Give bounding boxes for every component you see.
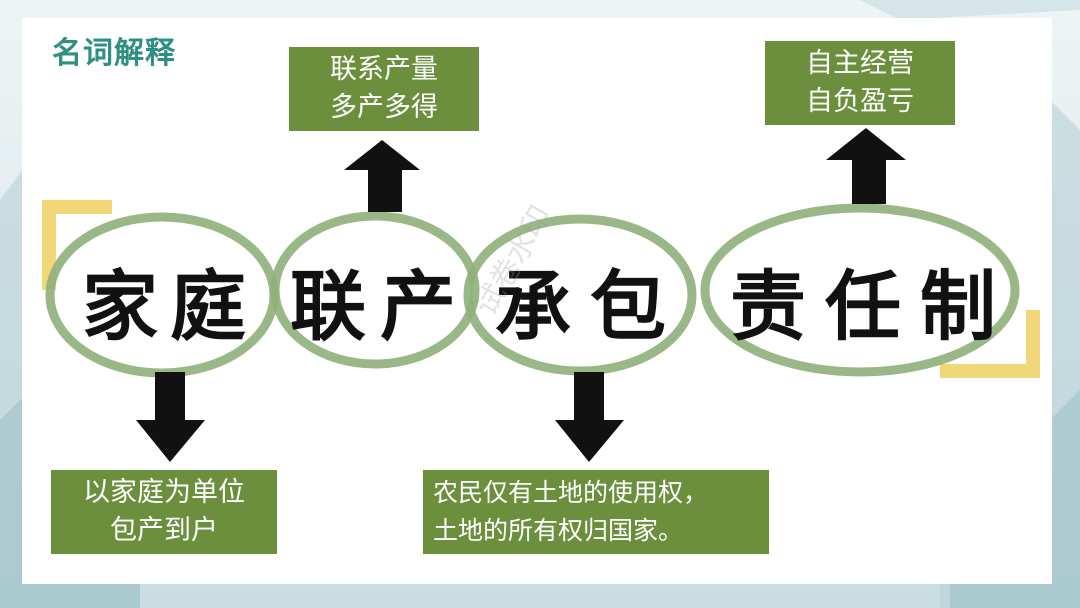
box-bottom-center: 农民仅有土地的使用权， 土地的所有权归国家。 [423, 470, 769, 554]
arrow-down-chengbao [555, 372, 624, 462]
term-char: 包 [590, 245, 666, 355]
term-char: 任 [825, 245, 901, 355]
box-line: 土地的所有权归国家。 [433, 512, 683, 550]
box-line: 以家庭为单位 [83, 474, 245, 512]
box-line: 包产到户 [110, 512, 218, 550]
box-line: 自主经营 [806, 45, 914, 83]
term-char: 联 [290, 245, 366, 355]
term-char: 制 [920, 245, 996, 355]
arrow-up-zerenzhi [826, 128, 906, 204]
term-char: 庭 [170, 245, 246, 355]
box-top-right: 自主经营 自负盈亏 [765, 41, 955, 125]
box-line: 自负盈亏 [806, 83, 914, 121]
box-line: 多产多得 [330, 89, 438, 127]
term-char: 家 [82, 245, 158, 355]
term-char: 产 [380, 245, 456, 355]
box-top-left: 联系产量 多产多得 [289, 47, 479, 131]
arrow-down-jiating [136, 372, 205, 462]
box-line: 联系产量 [330, 51, 438, 89]
box-line: 农民仅有土地的使用权， [433, 474, 708, 512]
arrow-up-lianchan [344, 140, 420, 212]
box-bottom-left: 以家庭为单位 包产到户 [51, 470, 277, 554]
term-char: 责 [730, 245, 806, 355]
